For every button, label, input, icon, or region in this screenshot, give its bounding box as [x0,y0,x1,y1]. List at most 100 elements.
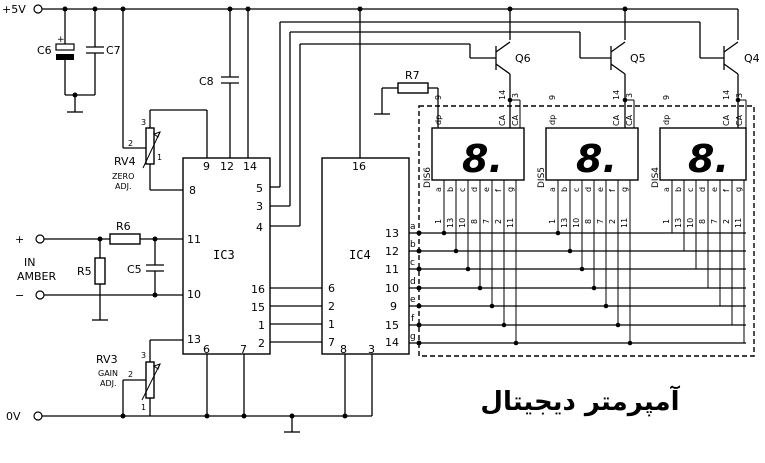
r6-label: R6 [116,220,131,233]
svg-text:7: 7 [596,219,605,224]
c6-c7-ground [65,92,95,113]
q4-label: Q4 [744,52,760,65]
svg-text:13: 13 [674,218,683,228]
svg-text:3: 3 [368,343,375,356]
display-dis5: 8. DIS5 dp CA CA 9 14 3 a b c d e f g 1 … [537,90,639,346]
svg-text:8.: 8. [462,137,503,181]
svg-text:c: c [572,188,581,192]
rv3-gain-label: GAIN [98,369,118,378]
svg-text:10: 10 [572,218,581,228]
svg-text:CA: CA [735,114,744,126]
svg-text:1: 1 [434,219,443,224]
svg-text:a: a [548,187,557,192]
input-minus-terminal [35,290,45,300]
svg-text:8: 8 [340,343,347,356]
svg-text:d: d [698,187,707,192]
svg-text:12: 12 [385,245,399,258]
svg-text:b: b [410,240,416,250]
svg-text:a: a [434,187,443,192]
ic4-segment-labels: a b c d e f g [410,222,416,342]
svg-text:6: 6 [203,343,210,356]
rv4-label: RV4 [114,155,136,168]
c6-label: C6 [37,44,52,57]
ic4-body [321,157,410,355]
input-in-label: IN [24,256,35,269]
svg-text:8: 8 [189,184,196,197]
ic4-pins: 16 6 2 1 7 8 3 13 12 11 10 9 15 14 [328,160,399,356]
svg-text:g: g [734,187,743,192]
input-network [35,233,183,321]
resistor-r6 [109,233,141,245]
svg-text:11: 11 [620,218,629,228]
svg-text:b: b [674,187,683,192]
svg-text:11: 11 [506,218,515,228]
svg-text:8: 8 [584,219,593,224]
svg-text:a: a [410,222,416,232]
svg-text:e: e [596,187,605,192]
svg-text:1: 1 [258,319,265,332]
svg-text:+: + [57,35,65,45]
svg-text:CA: CA [498,114,507,126]
segment-bus [409,230,746,346]
input-plus-label: + [15,233,24,246]
ic4-label: IC4 [349,248,371,262]
svg-text:1: 1 [157,153,162,162]
svg-text:1: 1 [662,219,671,224]
svg-text:8.: 8. [688,137,729,181]
svg-text:3: 3 [511,93,520,98]
input-minus-label: − [15,289,24,302]
c7-label: C7 [106,44,121,57]
svg-text:10: 10 [187,288,201,301]
svg-text:12: 12 [220,160,234,173]
svg-text:dp: dp [434,115,443,125]
svg-text:14: 14 [722,90,731,100]
svg-text:c: c [410,258,415,268]
svg-text:2: 2 [128,370,133,379]
svg-text:1: 1 [328,318,335,331]
svg-text:1: 1 [548,219,557,224]
ic3-body [182,157,271,355]
svg-text:d: d [584,187,593,192]
capacitor-c8 [221,9,239,158]
svg-text:16: 16 [251,283,265,296]
svg-text:b: b [560,187,569,192]
svg-text:11: 11 [734,218,743,228]
svg-text:3: 3 [141,351,146,360]
svg-text:DIS5: DIS5 [537,167,547,188]
ic3-label: IC3 [213,248,235,262]
svg-text:b: b [446,187,455,192]
vcc-terminal [33,4,43,14]
svg-text:CA: CA [625,114,634,126]
svg-text:7: 7 [240,343,247,356]
svg-text:14: 14 [612,90,621,100]
svg-text:16: 16 [352,160,366,173]
q5-label: Q5 [630,52,646,65]
svg-text:8.: 8. [576,137,617,181]
svg-text:10: 10 [686,218,695,228]
gnd-terminal [33,411,43,421]
svg-text:e: e [710,187,719,192]
resistor-r7 [374,82,439,128]
svg-text:11: 11 [385,263,399,276]
svg-text:14: 14 [243,160,257,173]
svg-text:CA: CA [612,114,621,126]
svg-text:g: g [410,332,416,342]
vcc-label: +5V [2,3,26,16]
svg-text:d: d [410,277,416,287]
capacitor-c6: + [55,9,75,95]
rv3-label: RV3 [96,353,118,366]
capacitor-c7 [86,9,104,95]
svg-text:4: 4 [256,221,263,234]
svg-text:3: 3 [735,93,744,98]
svg-text:13: 13 [560,218,569,228]
svg-text:CA: CA [722,114,731,126]
svg-text:1: 1 [141,403,146,412]
rv3-adj-label: ADJ. [100,379,117,388]
q6-label: Q6 [515,52,531,65]
svg-text:13: 13 [446,218,455,228]
svg-text:8: 8 [470,219,479,224]
digit-drive-wires [270,21,724,227]
svg-text:10: 10 [458,218,467,228]
c8-label: C8 [199,75,214,88]
